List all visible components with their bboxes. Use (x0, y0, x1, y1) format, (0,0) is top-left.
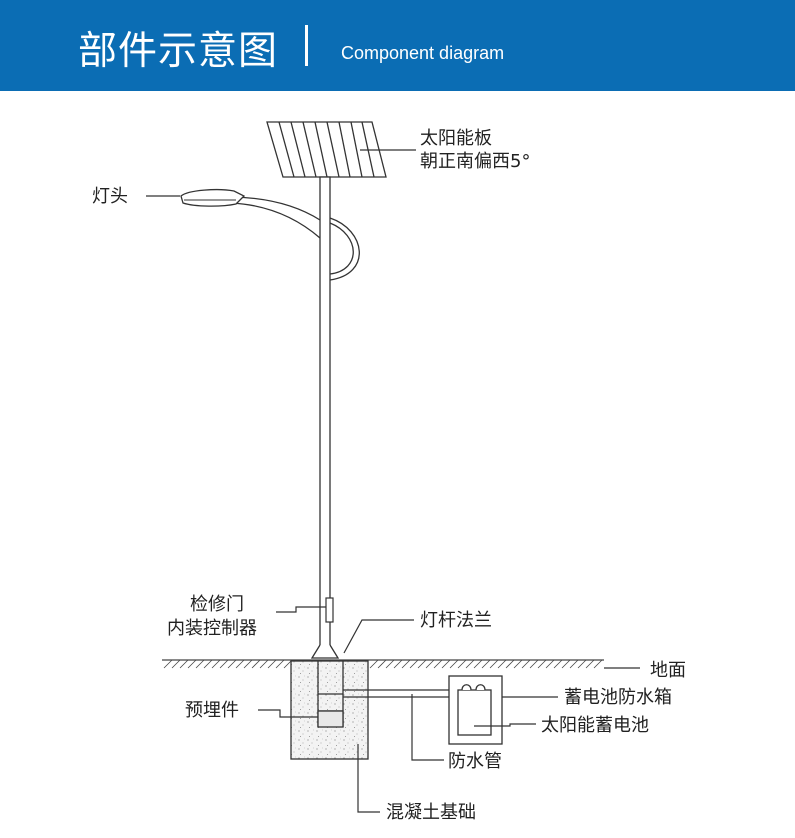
lamp-head (180, 189, 246, 207)
concrete-foundation (290, 660, 369, 760)
label-solar-panel-line1: 太阳能板 (420, 128, 492, 149)
lamp-arm (231, 196, 360, 281)
ground-line (162, 659, 604, 669)
light-pole (319, 176, 331, 658)
page-title: 部件示意图 (78, 29, 279, 74)
label-access-door-line1: 检修门 (190, 594, 244, 615)
leader-lines (146, 149, 640, 813)
embedded-part (317, 661, 344, 728)
label-solar-panel-line2: 朝正南偏西5° (420, 151, 530, 172)
battery-box (448, 675, 503, 745)
label-battery-box: 蓄电池防水箱 (564, 687, 672, 708)
label-concrete-foundation: 混凝土基础 (386, 802, 476, 823)
label-pole-flange: 灯杆法兰 (420, 610, 492, 631)
label-lamp-head: 灯头 (92, 186, 128, 207)
label-access-door-line2: 内装控制器 (167, 618, 257, 639)
solar-panel (266, 121, 387, 178)
pole-flange (310, 644, 340, 659)
page-subtitle: Component diagram (341, 43, 505, 63)
access-door (325, 597, 334, 623)
title-divider (305, 25, 308, 66)
label-waterproof-pipe: 防水管 (448, 751, 502, 772)
waterproof-pipe (343, 689, 449, 698)
label-embedded-part: 预埋件 (185, 700, 239, 721)
header-banner: 部件示意图 Component diagram (0, 0, 795, 91)
label-ground: 地面 (650, 660, 686, 681)
label-solar-battery: 太阳能蓄电池 (541, 715, 649, 736)
